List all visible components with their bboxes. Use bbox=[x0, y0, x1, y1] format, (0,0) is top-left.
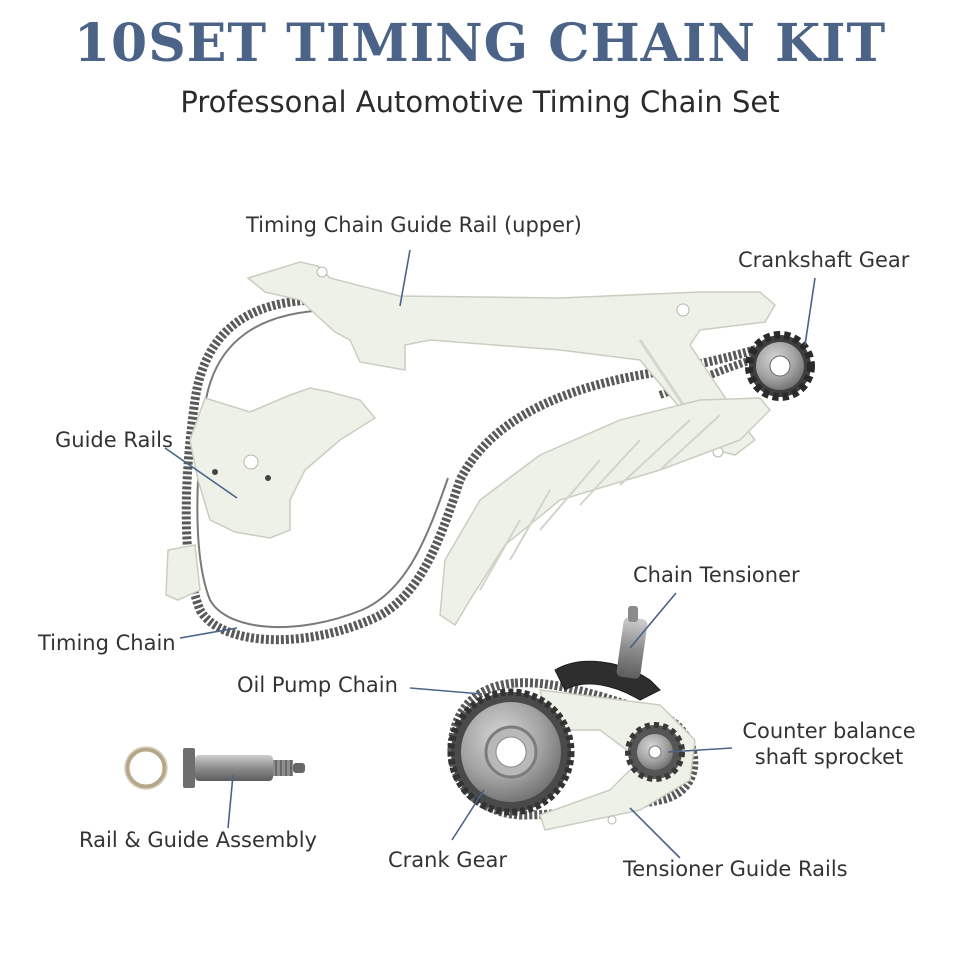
page-subtitle: Professonal Automotive Timing Chain Set bbox=[180, 85, 780, 119]
rail-pin bbox=[212, 469, 218, 475]
label-crank-gear: Crank Gear bbox=[388, 848, 508, 872]
label-rail-guide-assembly: Rail & Guide Assembly bbox=[79, 828, 317, 852]
tensioner-body bbox=[616, 617, 648, 679]
washer-ring bbox=[124, 746, 168, 790]
upper-guide-rail bbox=[246, 261, 776, 456]
label-chain-tensioner: Chain Tensioner bbox=[633, 563, 800, 587]
rail-hole bbox=[607, 815, 617, 825]
rail-hole bbox=[676, 303, 690, 317]
label-guide-rails: Guide Rails bbox=[55, 428, 173, 452]
counter-balance-sprocket bbox=[625, 722, 685, 782]
label-crankshaft-gear: Crankshaft Gear bbox=[738, 248, 910, 272]
label-oil-pump-chain: Oil Pump Chain bbox=[237, 673, 398, 697]
label-counter-balance: Counter balance shaft sprocket bbox=[736, 718, 922, 770]
tensioner-shoe bbox=[554, 660, 661, 701]
timing-chain-inner bbox=[196, 309, 449, 629]
timing-chain bbox=[181, 295, 772, 645]
guide-bolt bbox=[183, 748, 305, 788]
label-timing-chain: Timing Chain bbox=[38, 631, 176, 655]
left-guide-rail bbox=[189, 387, 377, 539]
curved-guide-ribs bbox=[479, 414, 721, 591]
label-counter-balance-line2: shaft sprocket bbox=[754, 745, 904, 769]
label-guide-rail-upper: Timing Chain Guide Rail (upper) bbox=[246, 213, 582, 237]
left-guide-foot bbox=[165, 544, 201, 601]
label-counter-balance-line1: Counter balance bbox=[742, 719, 916, 743]
crankshaft-gear bbox=[745, 331, 815, 401]
crank-gear bbox=[447, 688, 575, 816]
label-tensioner-guide-rails: Tensioner Guide Rails bbox=[623, 857, 848, 881]
tensioner-pin bbox=[628, 606, 638, 622]
rail-hole bbox=[316, 266, 328, 278]
page-title: 10SET TIMING CHAIN KIT bbox=[73, 13, 887, 74]
leader-lines bbox=[164, 249, 816, 859]
rail-hole bbox=[243, 454, 259, 470]
rail-pin bbox=[265, 475, 271, 481]
curved-guide-rail bbox=[439, 397, 772, 627]
